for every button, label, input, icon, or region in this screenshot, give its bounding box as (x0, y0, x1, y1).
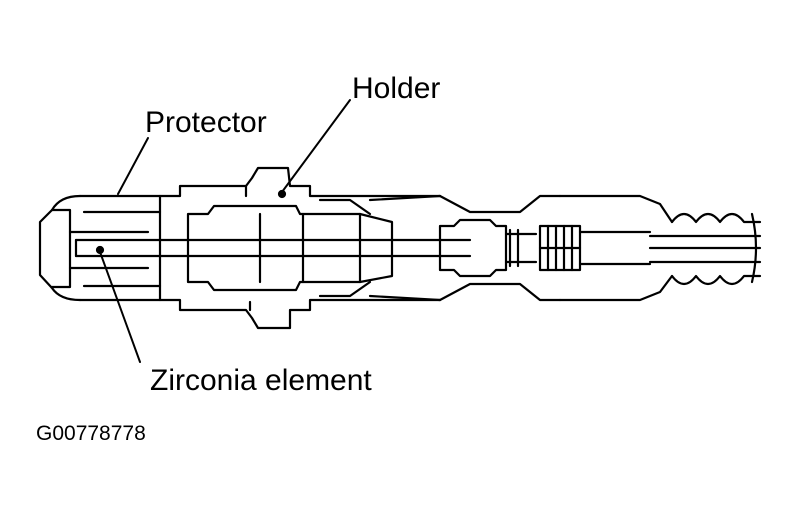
leader-lines (95, 99, 351, 363)
figure-code: G00778778 (36, 422, 146, 445)
holder-body (158, 166, 442, 330)
crimp-region (318, 194, 442, 302)
contact-housing (438, 194, 562, 302)
protector-cap (38, 194, 162, 302)
zirconia-element-label: Zirconia element (150, 364, 372, 397)
protector-label: Protector (145, 106, 267, 139)
holder-label: Holder (352, 72, 441, 105)
terminal-rings (538, 224, 582, 272)
zirconia-element-rod (74, 238, 472, 258)
lead-wire-sleeve (558, 194, 762, 302)
